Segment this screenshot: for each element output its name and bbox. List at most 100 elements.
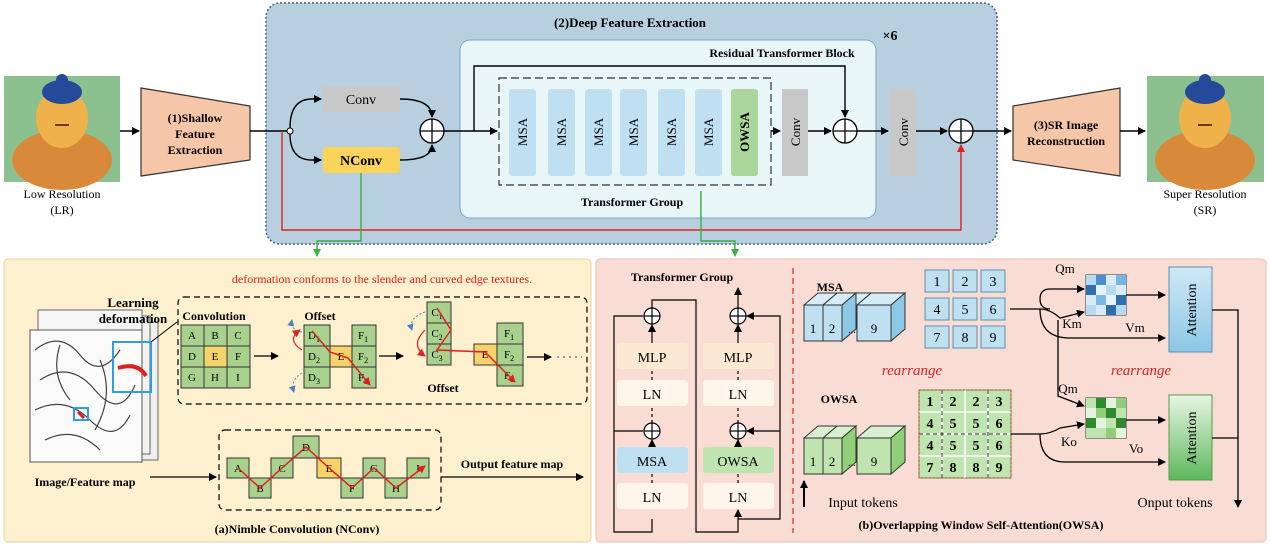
grid-cell-f-label: F: [235, 351, 241, 363]
image-feature-label: Image/Feature map: [35, 475, 136, 489]
msa-grid-label-2: 2: [962, 275, 969, 290]
owsa-column: OWSA: [731, 89, 758, 176]
panel-a-caption: (a)Nimble Convolution (NConv): [215, 522, 380, 536]
msa-column-2: MSA: [548, 89, 575, 176]
owsa-grid-r3c4: 6: [996, 439, 1003, 454]
owsa-token-dots: ...: [848, 458, 856, 469]
conv-column-2: Conv: [890, 89, 916, 176]
grid-cell-b: B: [203, 324, 228, 347]
grid-cell-h-label: H: [211, 372, 219, 384]
offset1-f1: F1: [358, 330, 368, 344]
owsa-grid-r2c3: 5: [973, 417, 980, 432]
sum-node-1: [419, 118, 445, 144]
qm-label-bottom: Qm: [1058, 381, 1078, 396]
msa-token-1: 1: [810, 321, 817, 336]
conv-col-label-2: Conv: [896, 117, 911, 146]
nconv-block: [323, 147, 400, 173]
km-label: Km: [1062, 316, 1082, 331]
sum-node-2: [832, 118, 858, 144]
tg-owsa-right: OWSA: [717, 455, 759, 470]
msa-attention-block: Attention: [1168, 266, 1213, 353]
owsa-grid-r3c3: 5: [973, 439, 980, 454]
input-tokens-label: Input tokens: [828, 496, 898, 511]
owsa-token-1: 1: [810, 454, 817, 469]
owsa-grid-r1c3: 2: [973, 395, 980, 410]
offset-label-2: Offset: [427, 381, 458, 395]
offset-label-1: Offset: [304, 309, 335, 323]
msa-grid-label-3: 3: [990, 275, 997, 290]
learning-label-line1: Learning: [107, 295, 159, 310]
vo-label: Vo: [1129, 441, 1143, 456]
msa-window-grid: 1 2 3 4 5 6 7 8 9: [924, 269, 1006, 349]
msa-token-9: 9: [871, 321, 878, 336]
msa-grid-cell-1: 1: [924, 269, 950, 293]
msa-attention-matrix: [1085, 274, 1127, 316]
msa-grid-cell-3: 3: [980, 269, 1006, 293]
grid-cell-d: D: [180, 345, 205, 368]
msa-token-2: 2: [829, 321, 836, 336]
deep-feature-title: (2)Deep Feature Extraction: [554, 15, 707, 30]
texture-image: [29, 309, 159, 463]
owsa-grid-r4c1: 7: [927, 461, 934, 476]
msa-grid-label-4: 4: [934, 303, 941, 318]
conv-col-label-1: Conv: [788, 117, 803, 146]
offset2-c3: C3: [431, 349, 442, 363]
offset1-e: E: [338, 351, 345, 363]
grid-cell-d-label: D: [188, 351, 196, 363]
msa-grid-label-7: 7: [934, 331, 941, 346]
msa-column-5: MSA: [658, 89, 685, 176]
tg-ln-left-top: LN: [643, 388, 662, 403]
owsa-attention-matrix: [1085, 397, 1127, 439]
shallow-label-line1: (1)Shallow: [168, 111, 223, 125]
grid-cell-e-label: E: [212, 351, 219, 363]
msa-attention-label: Attention: [1185, 284, 1200, 337]
msa-token-dots: ...: [848, 325, 856, 336]
owsa-grid-r4c3: 8: [973, 461, 980, 476]
owsa-window-grid: 1 2 2 3 4 5 5 6 4 5 5 6 7 8 8 9: [918, 389, 1012, 479]
msa-column-1: MSA: [509, 89, 536, 176]
global-skip-red: [281, 131, 965, 231]
msa-grid-label-1: 1: [934, 275, 941, 290]
tg-ln-right-bottom: LN: [729, 491, 748, 506]
offset1-d2: D2: [308, 351, 320, 365]
conv-block: [323, 86, 400, 112]
offset2-c1: C1: [431, 307, 442, 321]
deformation-note: deformation conforms to the slender and …: [232, 272, 532, 286]
top-flow-arrows: [120, 65, 1146, 164]
grid-cell-i: I: [226, 366, 251, 389]
grid-cell-a: A: [180, 324, 205, 347]
tg-mlp-right: MLP: [724, 351, 753, 366]
rearrange-label-1: rearrange: [882, 363, 943, 379]
offset2-c2: C2: [431, 328, 442, 342]
grid-cell-c-label: C: [234, 330, 241, 342]
owsa-grid-r2c1: 4: [927, 417, 934, 432]
recon-label-line2: Reconstruction: [1027, 134, 1105, 148]
grid-cell-h: H: [203, 366, 228, 389]
transformer-group-label: Transformer Group: [581, 195, 684, 209]
output-tokens-label: Onput tokens: [1137, 496, 1212, 511]
offset1-d3: D3: [308, 372, 320, 386]
conv-grid: A B C D E F G H I: [180, 324, 251, 389]
learning-label-line2: deformation: [99, 311, 168, 326]
chain-label-i: I: [416, 463, 420, 475]
shallow-label-line2: Feature: [175, 127, 215, 141]
offset1-d-col: D1 D2 D3: [303, 324, 331, 389]
msa-grid-cell-6: 6: [980, 297, 1006, 321]
owsa-grid-r1c1: 1: [927, 395, 934, 410]
msa-col-label-5: MSA: [664, 117, 679, 146]
chain-label-f: F: [349, 483, 355, 495]
msa-col-label-4: MSA: [626, 117, 641, 146]
offset2-f-col: F1 F2 F3: [496, 322, 524, 387]
lr-image: [4, 74, 120, 190]
owsa-grid-r2c2: 5: [950, 417, 957, 432]
msa-token-stack: 1 2 ... 9: [802, 291, 907, 343]
ko-label: Ko: [1061, 434, 1077, 449]
lr-caption-line1: Low Resolution: [24, 187, 101, 201]
msa-grid-label-6: 6: [990, 303, 997, 318]
chain-cell-i: I: [406, 457, 430, 479]
msa-grid-label-8: 8: [962, 331, 969, 346]
offset2-f2: F2: [504, 349, 514, 363]
msa-column-6: MSA: [695, 89, 722, 176]
owsa-grid-r3c1: 4: [927, 439, 934, 454]
msa-column-3: MSA: [585, 89, 612, 176]
